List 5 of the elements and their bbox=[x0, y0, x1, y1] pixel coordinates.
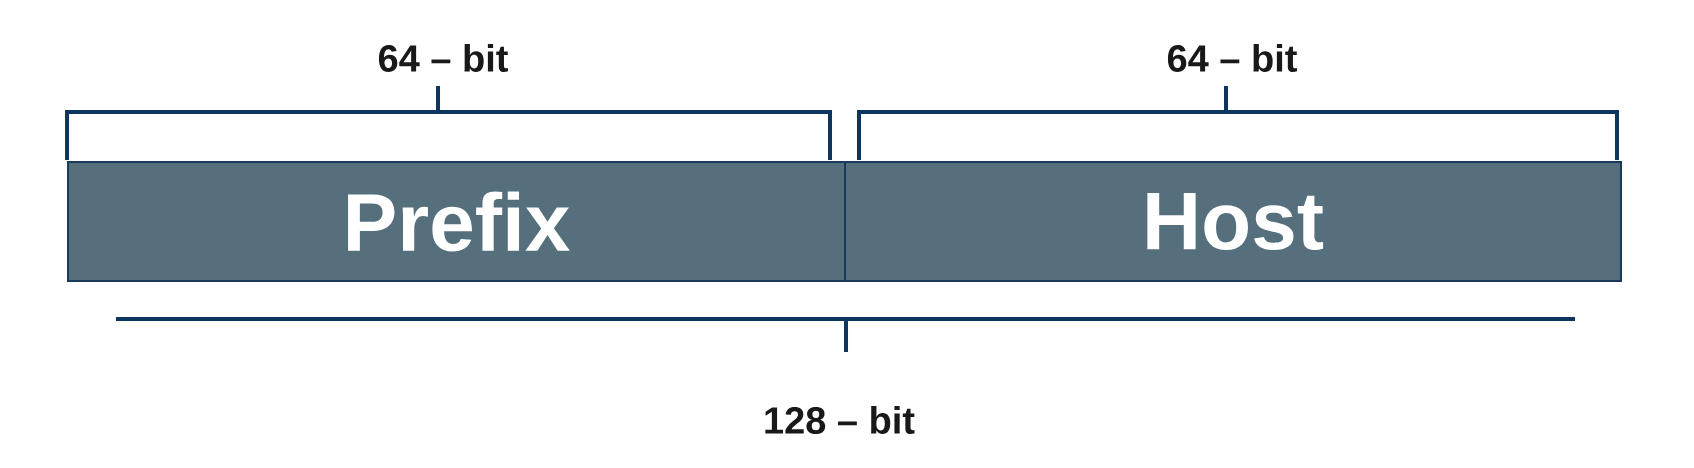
dimension-label: 64 – bit bbox=[378, 44, 508, 72]
field-box: Host bbox=[844, 161, 1622, 282]
field-box: Prefix bbox=[67, 161, 846, 282]
dimension-label: 128 – bit bbox=[765, 406, 915, 434]
dimension-label: 64 – bit bbox=[1167, 44, 1297, 72]
